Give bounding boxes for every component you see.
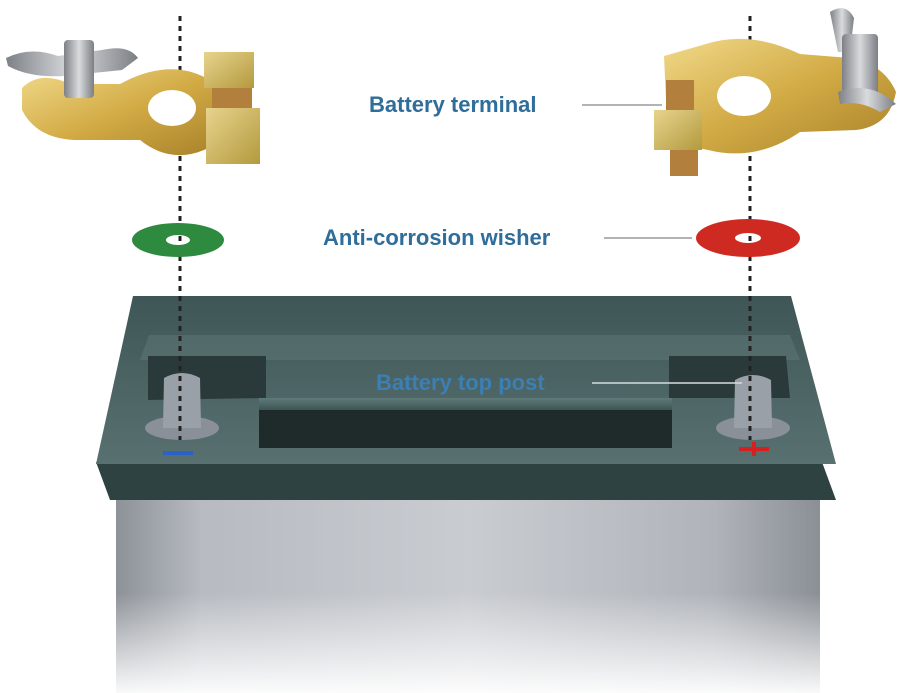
battery-case-fade (116, 470, 820, 693)
battery-top-highlight (140, 335, 800, 360)
washer-label: Anti-corrosion wisher (323, 225, 551, 250)
battery-terminal-label: Battery terminal (369, 92, 537, 117)
negative-mark (163, 451, 193, 455)
battery-top-edge (96, 462, 836, 500)
right-post-recess (669, 356, 790, 398)
clamp-bolt-tail (670, 150, 698, 176)
terminal-hole (148, 90, 196, 126)
red-washer-icon (696, 219, 800, 257)
positive-mark-stem (752, 442, 756, 456)
center-lid-rim (259, 398, 672, 410)
wing-nut-bottom (838, 88, 896, 112)
right-terminal-icon (654, 8, 896, 176)
center-lid-recess (259, 398, 672, 448)
green-washer-icon (132, 223, 224, 257)
clamp-nut-bottom (206, 108, 260, 164)
clamp-bolt (212, 88, 252, 108)
clamp-nut-bottom (654, 110, 702, 150)
negative-post-icon (145, 373, 219, 455)
left-terminal-icon (6, 40, 260, 164)
terminal-hole (717, 76, 771, 116)
battery-icon (96, 296, 836, 693)
clamp-bolt (666, 80, 694, 110)
top-post-label: Battery top post (376, 370, 545, 395)
washer-ring (696, 219, 800, 257)
positive-post-icon (716, 375, 790, 456)
wing-bolt (842, 34, 878, 100)
negative-post-body (163, 373, 201, 428)
positive-post-body (734, 375, 772, 428)
terminal-body (664, 38, 896, 154)
clamp-nut-top (204, 52, 254, 88)
washer-ring (132, 223, 224, 257)
wing-bolt (64, 40, 94, 98)
